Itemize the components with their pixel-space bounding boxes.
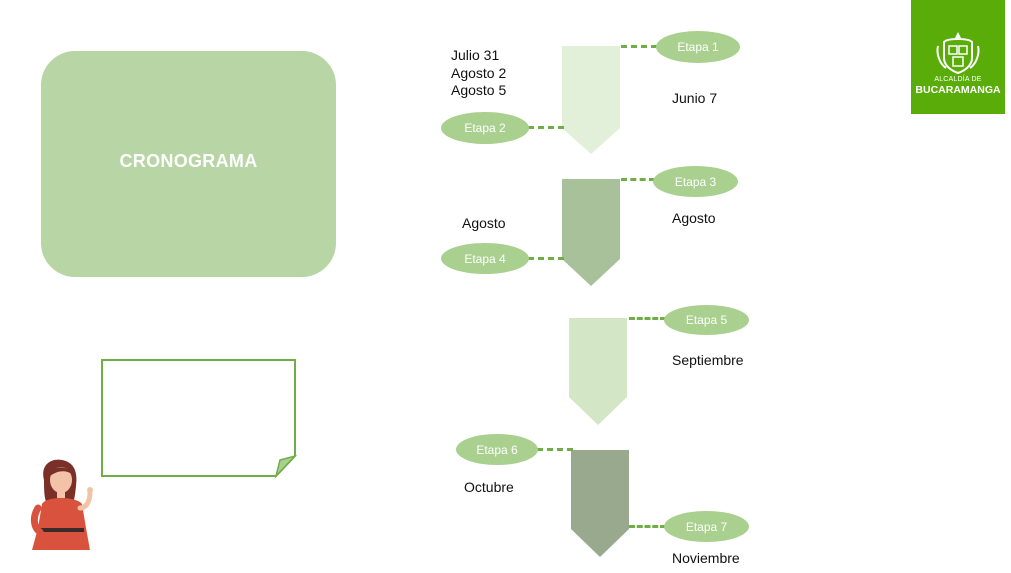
stage-pill-5: Etapa 5 — [664, 305, 749, 335]
note-box — [101, 359, 297, 479]
coat-of-arms-icon — [936, 32, 980, 74]
date-etapa-5: Septiembre — [672, 352, 744, 368]
woman-illustration — [30, 459, 93, 550]
date-line: Julio 31 — [451, 47, 500, 63]
connector-etapa-1 — [621, 45, 657, 48]
connector-etapa-7 — [629, 525, 666, 528]
stage-1-2-arrow — [562, 46, 620, 154]
stage-6-7-arrow — [571, 450, 629, 557]
page-title: CRONOGRAMA — [119, 151, 258, 171]
date-line: Agosto 5 — [451, 82, 507, 98]
connector-etapa-2 — [528, 126, 564, 129]
stage-pill-2: Etapa 2 — [441, 112, 529, 144]
stage-pill-4: Etapa 4 — [441, 243, 529, 274]
date-etapa-3: Agosto — [672, 210, 716, 226]
date-etapa-4: Agosto — [462, 215, 506, 231]
connector-etapa-3 — [621, 178, 655, 181]
date-etapa-6: Octubre — [464, 479, 514, 495]
connector-etapa-4 — [528, 257, 564, 260]
connector-etapa-5 — [629, 317, 666, 320]
date-etapa-1: Junio 7 — [672, 90, 718, 106]
alcaldia-logo: ALCALDÍA DE BUCARAMANGA — [911, 0, 1005, 114]
stage-pill-3: Etapa 3 — [653, 166, 738, 197]
stage-pill-7: Etapa 7 — [664, 511, 749, 542]
stage-5-arrow — [569, 318, 627, 425]
date-etapa-7: Noviembre — [672, 550, 740, 566]
connector-etapa-6 — [537, 448, 573, 451]
stage-pill-6: Etapa 6 — [456, 434, 538, 465]
dates-etapa-2: Julio 31 Agosto 2 Agosto 5 — [451, 47, 506, 100]
stage-pill-1: Etapa 1 — [656, 31, 740, 63]
logo-subtitle: ALCALDÍA DE — [934, 76, 982, 83]
title-box: CRONOGRAMA — [41, 51, 336, 277]
date-line: Agosto 2 — [451, 64, 507, 81]
logo-title: BUCARAMANGA — [915, 84, 1001, 96]
stage-3-4-arrow — [562, 179, 620, 286]
